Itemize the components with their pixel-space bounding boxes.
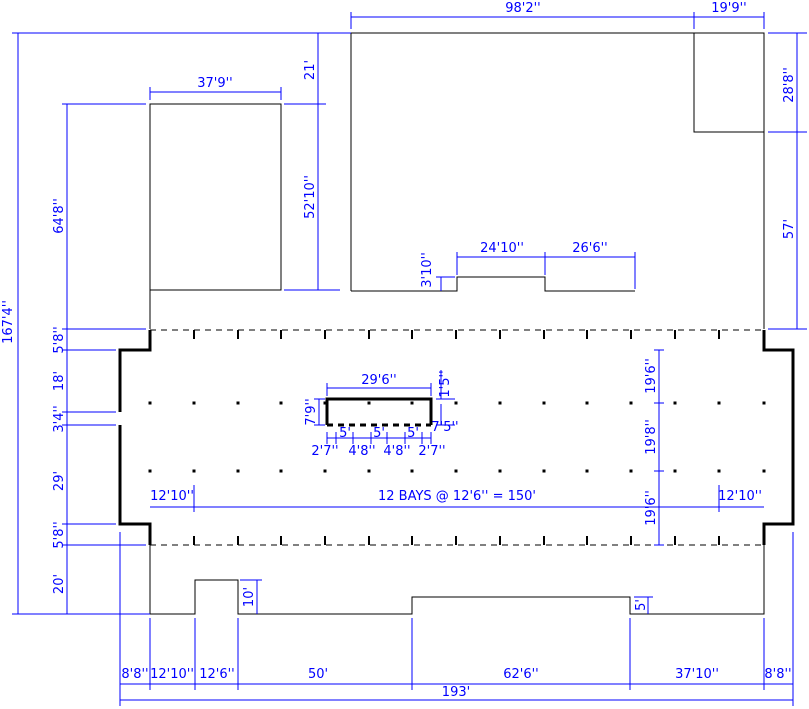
dim-overall-height: 167'4''	[1, 300, 16, 344]
dim-top-gap: 21'	[303, 60, 318, 80]
top-right-inner-room	[693, 33, 764, 133]
column-dot	[148, 469, 152, 473]
shed-right-heavy-wall-top	[762, 330, 795, 545]
dim-bot-8-8-left: 8'8''	[121, 667, 148, 682]
column-dot	[367, 469, 371, 473]
column-dot	[498, 401, 502, 405]
dim-18: 18'	[52, 371, 67, 391]
dim-bot-12-6: 12'6''	[199, 667, 235, 682]
column-dot	[367, 401, 371, 405]
dim-left-outer: 64'8''	[52, 198, 67, 234]
column-dot	[192, 401, 196, 405]
dim-bump-10: 10'	[242, 587, 257, 607]
dim-29: 29'	[52, 471, 67, 491]
column-dot	[673, 401, 677, 405]
column-dot	[148, 401, 152, 405]
dim-bot-50: 50'	[308, 667, 328, 682]
left-building-outline	[149, 103, 282, 291]
column-dot	[410, 469, 414, 473]
dim-bot-8-8-right: 8'8''	[764, 667, 791, 682]
column-dot	[585, 469, 589, 473]
dim-bay-left: 12'10''	[150, 489, 194, 504]
column-dot	[498, 469, 502, 473]
column-dot	[629, 469, 633, 473]
dimension-lines	[12, 12, 807, 706]
dim-notch-height: 3'10''	[420, 252, 435, 288]
shed-left-heavy-wall-top	[118, 330, 152, 412]
column-dot	[323, 401, 327, 405]
column-dot	[454, 401, 458, 405]
dim-bot-62-6: 62'6''	[503, 667, 539, 682]
column-dot	[410, 401, 414, 405]
dim-20: 20'	[52, 574, 67, 594]
dim-5-8-bottom: 5'8''	[52, 521, 67, 548]
dim-bay-right: 12'10''	[718, 489, 762, 504]
column-markers	[148, 330, 766, 545]
dim-sub-5a: 5'	[339, 426, 351, 441]
column-dot	[192, 469, 196, 473]
dim-right-19-6-bottom: 19'6''	[644, 490, 659, 526]
dim-top-width: 98'2''	[505, 1, 541, 16]
column-dot	[279, 401, 283, 405]
dim-sub-2-7a: 2'7''	[311, 444, 338, 459]
dim-left-building-height: 52'10''	[303, 175, 318, 219]
dim-top-right-width: 19'9''	[711, 1, 747, 16]
dimension-labels: 98'2'' 19'9'' 167'4'' 21' 52'10'' 37'9''…	[1, 1, 797, 700]
dim-right-lower: 57'	[782, 219, 797, 239]
column-dot	[762, 469, 766, 473]
column-dot	[236, 401, 240, 405]
dim-notch-width-2: 26'6''	[572, 241, 608, 256]
dim-right-19-8: 19'8''	[644, 419, 659, 455]
dim-5-8-top: 5'8''	[52, 326, 67, 353]
column-dot	[454, 469, 458, 473]
dim-3-4: 3'4''	[52, 405, 67, 432]
column-dot	[542, 469, 546, 473]
column-dot	[717, 401, 721, 405]
dim-bot-37-10: 37'10''	[675, 667, 719, 682]
dim-bot-total: 193'	[442, 685, 470, 700]
top-building-bottom-edge	[351, 276, 635, 292]
column-dot	[236, 469, 240, 473]
top-building-outline	[350, 32, 765, 329]
bottom-annex-outline	[149, 545, 765, 615]
dim-sub-2-7b: 2'7''	[418, 444, 445, 459]
dim-cutout-1-5: 1'5''	[438, 370, 453, 397]
building-outlines	[118, 32, 795, 615]
column-dot	[542, 401, 546, 405]
dim-bump-5: 5'	[634, 599, 649, 611]
column-dot	[323, 469, 327, 473]
dim-bays: 12 BAYS @ 12'6'' = 150'	[378, 489, 536, 504]
column-dot	[717, 469, 721, 473]
column-dot	[629, 401, 633, 405]
dim-cutout-height: 7'9''	[304, 398, 319, 425]
dim-left-building-width: 37'9''	[197, 76, 233, 91]
dim-bot-12-10: 12'10''	[150, 667, 194, 682]
dim-cutout-width: 29'6''	[361, 373, 397, 388]
dim-sub-5b: 5'	[373, 426, 385, 441]
column-dot	[585, 401, 589, 405]
column-dot	[762, 401, 766, 405]
dim-top-right-height: 28'8''	[782, 67, 797, 103]
dim-right-19-6-top: 19'6''	[644, 358, 659, 394]
dim-sub-4-8b: 4'8''	[383, 444, 410, 459]
cutout-outline	[325, 397, 433, 425]
dim-cutout-7-5: 7'5''	[431, 420, 458, 435]
column-dot	[279, 469, 283, 473]
dim-notch-width-1: 24'10''	[480, 241, 524, 256]
dim-sub-5c: 5'	[407, 426, 419, 441]
shed-left-heavy-wall-bottom	[118, 425, 152, 545]
dim-sub-4-8a: 4'8''	[348, 444, 375, 459]
column-dot	[673, 469, 677, 473]
